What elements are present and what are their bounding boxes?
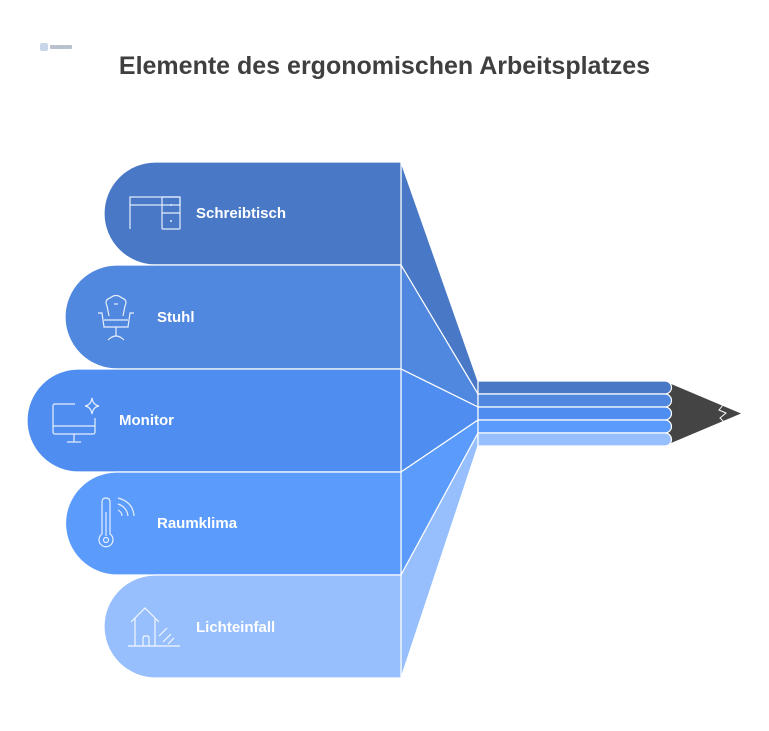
band-5 xyxy=(103,574,402,679)
band-label-raumklima: Raumklima xyxy=(157,515,238,532)
desk-icon xyxy=(129,196,181,230)
band-label-schreibtisch: Schreibtisch xyxy=(196,205,287,222)
pencil-tip-icon xyxy=(664,381,741,446)
chair-icon xyxy=(98,294,134,341)
brand-logo-icon xyxy=(40,43,72,51)
band-3 xyxy=(26,368,402,473)
thermometer-icon xyxy=(98,497,135,548)
band-4 xyxy=(64,471,402,576)
band-label-monitor: Monitor xyxy=(119,412,174,429)
pencil-strip-5 xyxy=(477,432,673,447)
pencil-strip-3 xyxy=(477,406,673,421)
monitor-sparkle-icon xyxy=(52,397,100,443)
band-label-lichteinfall: Lichteinfall xyxy=(196,619,276,636)
band-1 xyxy=(103,161,402,266)
band-label-stuhl: Stuhl xyxy=(157,309,195,326)
house-light-icon xyxy=(128,607,180,647)
page-title: Elemente des ergonomischen Arbeitsplatze… xyxy=(118,52,651,80)
pencil-strip-1 xyxy=(477,380,673,395)
band-2 xyxy=(64,264,402,370)
pencil-strip-2 xyxy=(477,393,673,408)
pencil-strip-4 xyxy=(477,419,673,434)
